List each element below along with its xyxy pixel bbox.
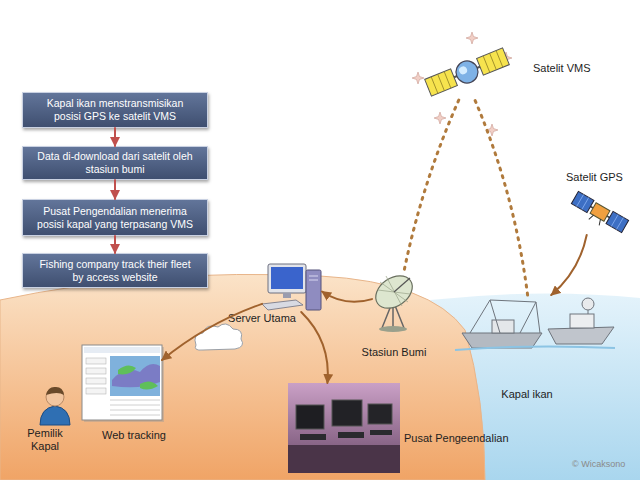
body-shine <box>458 65 468 75</box>
fishing-boats <box>455 298 615 350</box>
boat-cabin <box>570 314 594 328</box>
illustrated-node: Server Utama <box>262 262 322 312</box>
illustrated-node: Satelit VMS <box>425 45 510 100</box>
node-label: Kapal ikan <box>487 388 567 401</box>
node-label: Stasiun Bumi <box>354 346 434 359</box>
flow-arrow <box>114 236 116 253</box>
step-text: Fishing company track their fleet by acc… <box>33 258 197 284</box>
screenshot-header <box>84 347 160 353</box>
star <box>412 72 424 84</box>
drive-bay <box>309 276 318 277</box>
menu-item <box>86 378 106 384</box>
desk <box>288 445 400 473</box>
solar-panel <box>606 211 629 232</box>
panel-grid <box>577 194 624 229</box>
process-box: Fishing company track their fleet by acc… <box>22 253 208 288</box>
earth-station-dish <box>370 269 419 332</box>
dish-base <box>379 326 407 332</box>
gps-signal-arrow <box>551 235 586 295</box>
map-island <box>118 365 158 389</box>
screenshot-frame <box>82 345 162 420</box>
flow-arrow <box>114 180 116 199</box>
step-text: Data di-download dari satelit oleh stasi… <box>33 150 197 176</box>
owner-person <box>40 387 70 425</box>
keyboard <box>262 300 303 310</box>
monitor <box>296 405 324 429</box>
menu-item <box>86 368 106 374</box>
monitor <box>368 404 392 424</box>
step-text: Pusat Pengendalian menerima posisi kapal… <box>33 205 197 231</box>
boat-rigging <box>470 300 540 333</box>
illustrated-node: Pusat Pengeendalian <box>288 383 400 473</box>
dish <box>370 269 419 315</box>
data-arrow <box>322 292 372 302</box>
antenna <box>589 214 602 225</box>
solar-panel <box>571 191 594 212</box>
person-hair <box>46 387 64 395</box>
monitor-stand <box>283 293 291 298</box>
feed-arm <box>394 278 410 292</box>
illustrated-node: Web tracking <box>82 345 162 420</box>
keyboard <box>300 434 326 440</box>
process-box: Pusat Pengendalian menerima posisi kapal… <box>22 199 208 236</box>
keyboard <box>370 430 392 435</box>
boat-cabin <box>492 320 514 333</box>
server-tower <box>306 270 321 310</box>
menu-item <box>86 388 106 394</box>
data-arrow <box>162 304 262 360</box>
node-label: Web tracking <box>94 429 174 442</box>
illustrated-node: Satelit GPS <box>570 190 630 235</box>
table-rows <box>110 400 160 415</box>
panel-grid <box>431 51 503 94</box>
land <box>0 274 485 480</box>
star <box>486 124 498 136</box>
monitor <box>332 400 362 426</box>
satellite-body <box>453 58 482 87</box>
server-computer <box>262 264 321 310</box>
vms-dome <box>582 298 594 310</box>
illustrated-node: Stasiun Bumi <box>372 275 417 330</box>
star <box>434 112 446 124</box>
vms-satellite <box>424 46 510 98</box>
signal-wave <box>403 100 459 275</box>
node-label: Pusat Pengeendalian <box>404 432 529 445</box>
stars <box>412 32 512 136</box>
satellite-body <box>590 203 610 221</box>
internet-cloud <box>195 324 243 350</box>
node-label: Satelit GPS <box>566 171 636 184</box>
web-tracking-screenshot <box>82 345 164 422</box>
node-label: Pemilik Kapal <box>20 427 70 453</box>
monitor-screen <box>271 267 303 289</box>
drive-bay <box>309 280 318 281</box>
gps-satellite <box>569 191 629 236</box>
boat-hull <box>548 327 614 344</box>
map-area <box>110 356 160 396</box>
step-text: Kapal ikan menstransmisikan posisi GPS k… <box>33 97 197 123</box>
water-line <box>455 346 615 350</box>
menu-item <box>86 358 106 364</box>
watermark: © Wicaksono <box>572 459 625 470</box>
process-box: Data di-download dari satelit oleh stasi… <box>22 146 208 180</box>
signal-wave <box>475 100 528 295</box>
monitor <box>268 264 306 293</box>
process-box: Kapal ikan menstransmisikan posisi GPS k… <box>22 92 208 128</box>
illustrated-node: Pemilik Kapal <box>38 385 73 425</box>
dome-mast <box>588 310 589 314</box>
node-label: Server Utama <box>222 312 302 325</box>
keyboard <box>338 432 364 438</box>
person-body <box>40 406 70 425</box>
node-label: Satelit VMS <box>533 62 613 75</box>
illustrated-node: Kapal ikan <box>455 295 615 350</box>
control-center-photo <box>288 383 400 473</box>
flow-arrow <box>114 128 116 146</box>
dish-mesh <box>378 276 410 306</box>
data-arrow <box>301 312 328 383</box>
room-photo <box>288 383 400 473</box>
star <box>466 32 478 44</box>
